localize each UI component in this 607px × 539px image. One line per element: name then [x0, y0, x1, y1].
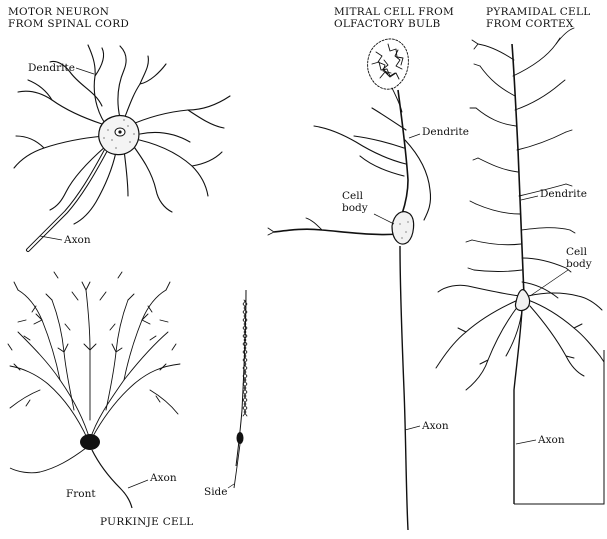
- motor-neuron-drawing: [13, 44, 231, 252]
- mitral-cell-title-line1: MITRAL CELL FROM: [334, 6, 455, 18]
- pyramidal-cell-title-line1: PYRAMIDAL CELL: [486, 6, 591, 18]
- pyramidal-cell-body-label-line2: body: [566, 258, 592, 270]
- mitral-cell-title-line2: OLFACTORY BULB: [334, 18, 441, 30]
- pyramidal-cell-body-label-line1: Cell: [566, 246, 587, 258]
- motor-neuron-dendrite-label: Dendrite: [28, 62, 75, 74]
- mitral-cell-title: MITRAL CELL FROM OLFACTORY BULB: [334, 6, 454, 30]
- pyramidal-cell-dendrite-label: Dendrite: [540, 188, 587, 200]
- mitral-cell-drawing: [267, 38, 432, 531]
- purkinje-cell-title: PURKINJE CELL: [100, 516, 194, 528]
- purkinje-front-label: Front: [66, 488, 96, 500]
- motor-neuron-title: MOTOR NEURON FROM SPINAL CORD: [8, 6, 129, 30]
- pyramidal-cell-drawing: [435, 27, 605, 505]
- mitral-cell-axon-label: Axon: [422, 420, 449, 432]
- pyramidal-cell-body-label: Cell body: [566, 246, 592, 270]
- mitral-cell-body-label-line1: Cell: [342, 190, 363, 202]
- mitral-cell-dendrite-label: Dendrite: [422, 126, 469, 138]
- purkinje-side-drawing: [227, 289, 248, 489]
- purkinje-front-drawing: [7, 271, 181, 509]
- purkinje-axon-label: Axon: [150, 472, 177, 484]
- pyramidal-cell-axon-label: Axon: [538, 434, 565, 446]
- mitral-cell-body-label-line2: body: [342, 202, 368, 214]
- motor-neuron-title-line1: MOTOR NEURON: [8, 6, 110, 18]
- purkinje-side-label: Side: [204, 486, 228, 498]
- motor-neuron-title-line2: FROM SPINAL CORD: [8, 18, 130, 30]
- mitral-cell-body-label: Cell body: [342, 190, 368, 214]
- motor-neuron-axon-label: Axon: [64, 234, 91, 246]
- pyramidal-cell-title-line2: FROM CORTEX: [486, 18, 574, 30]
- pyramidal-cell-title: PYRAMIDAL CELL FROM CORTEX: [486, 6, 591, 30]
